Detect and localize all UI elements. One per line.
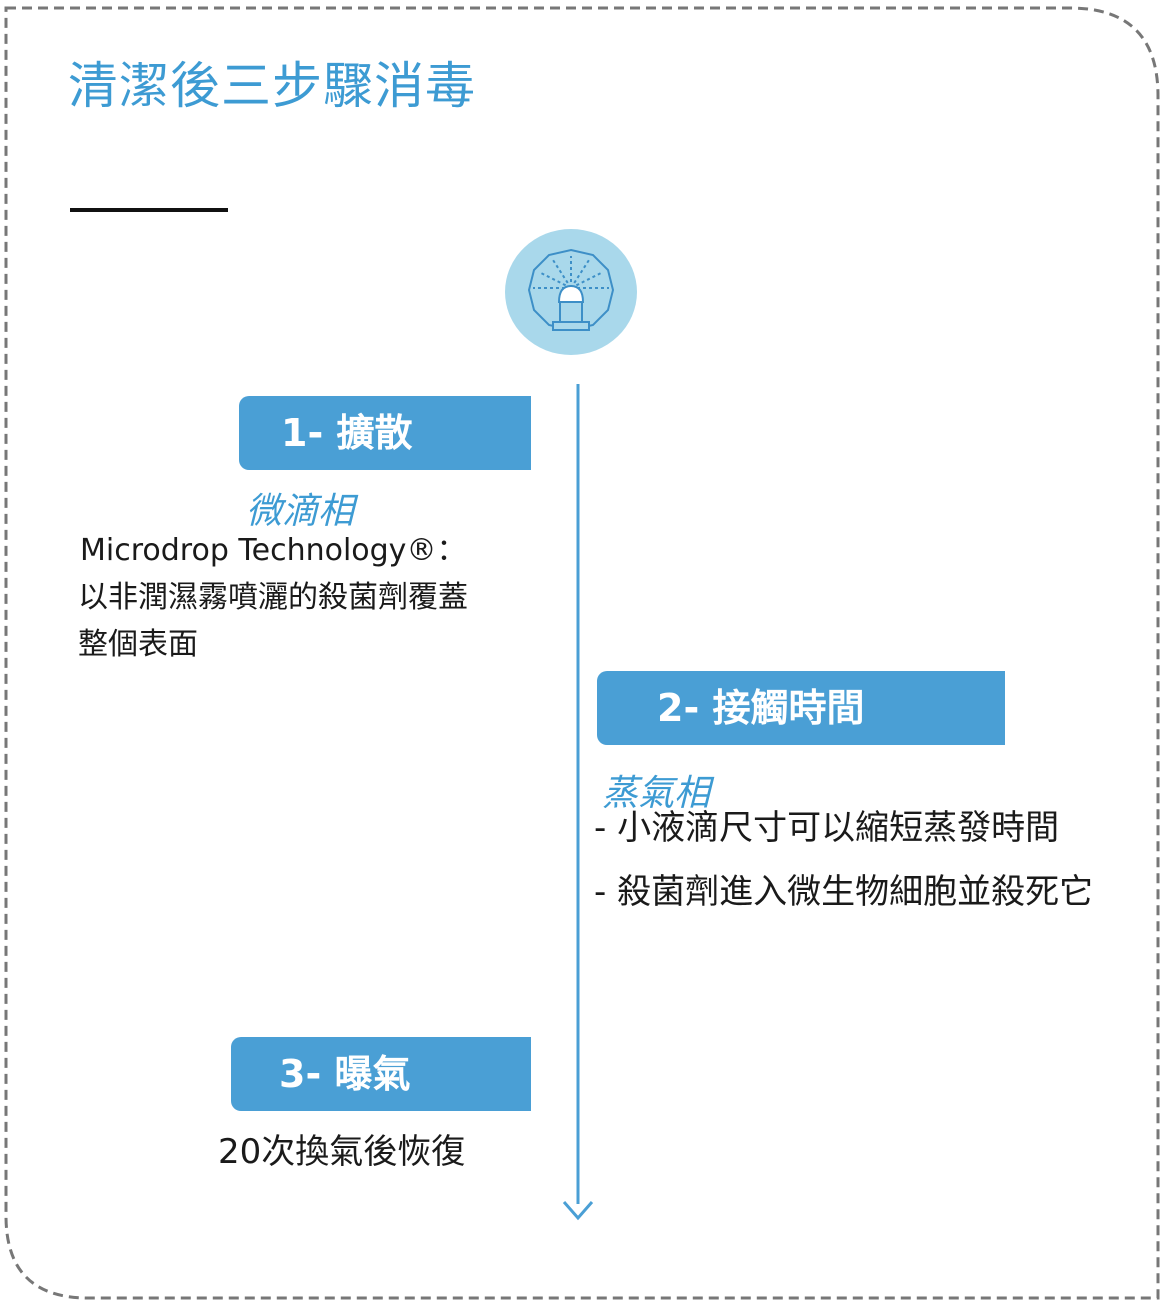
step-1-line-3: 整個表面 (78, 627, 198, 662)
timeline-arrow (562, 384, 594, 1221)
step-3-line-1: 20次換氣後恢復 (218, 1132, 466, 1172)
step-2-bullet-1: - 小液滴尺寸可以縮短蒸發時間 (594, 808, 1060, 848)
step-1-line-2: 以非潤濕霧噴灑的殺菌劑覆蓋 (78, 580, 468, 615)
step-3-header: 3- 曝氣 (231, 1037, 531, 1111)
title-underline (70, 208, 228, 212)
step-1-line-1: Microdrop Technology®： (80, 533, 467, 568)
step-2-bullet-2: - 殺菌劑進入微生物細胞並殺死它 (594, 872, 1094, 912)
step-1-phase: 微滴相 (246, 491, 355, 532)
step-1-header: 1- 擴散 (239, 396, 531, 470)
page-title: 清潔後三步驟消毒 (68, 57, 476, 115)
step-2-header: 2- 接觸時間 (597, 671, 1005, 745)
step-2-phase: 蒸氣相 (602, 773, 711, 814)
diffuser-sprayer-icon (505, 229, 637, 355)
